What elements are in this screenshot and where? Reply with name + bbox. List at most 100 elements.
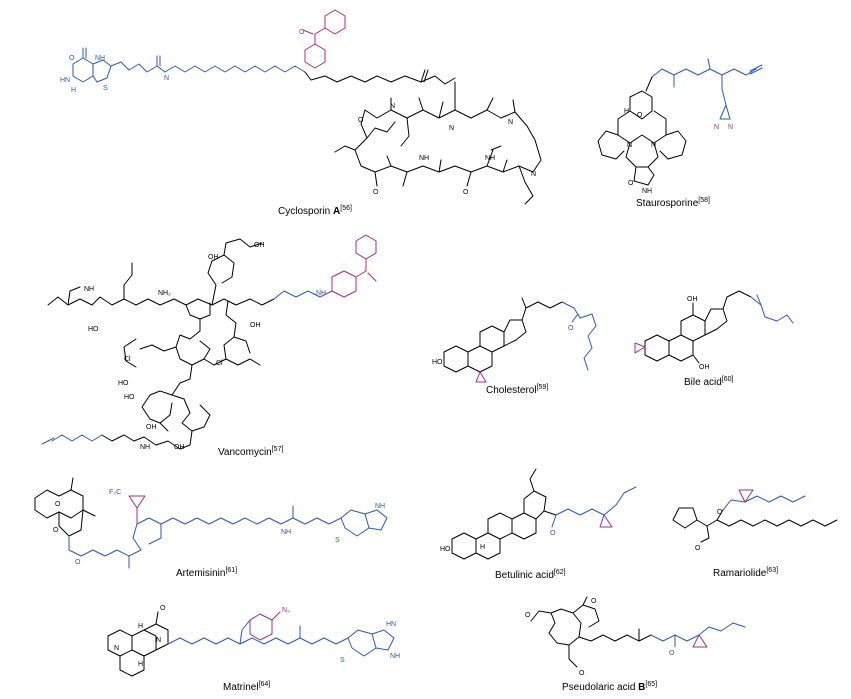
atom-O: O — [69, 55, 75, 62]
atom-N: N — [531, 171, 536, 178]
atom-OH: OH — [208, 254, 219, 261]
atom-N: N — [508, 119, 513, 126]
trifluoromethyl-diazirine — [128, 495, 146, 525]
structure-artemisinin: F₃C O O O NH S NH — [34, 477, 388, 569]
label-pseudolaric-acid: Pseudolaric acid B[65] — [562, 681, 658, 693]
label-cyclosporin: Cyclosporin A[56] — [278, 205, 352, 217]
structure-vancomycin: NH NH₂ OH OH HO Cl Cl OH HO HO OH OH NH … — [41, 234, 377, 451]
structure-cholesterol: HO O — [432, 297, 597, 383]
atom-N: N — [390, 103, 395, 110]
atom-Cl: Cl — [216, 360, 223, 367]
atom-Cl: Cl — [124, 356, 131, 363]
atom-O: O — [75, 559, 81, 566]
atom-H: H — [138, 661, 143, 668]
label-staurosporine: Staurosporine[58] — [636, 197, 710, 209]
artemisinin-peg-biotin — [68, 505, 388, 569]
pseudolaric-core — [530, 596, 652, 668]
atom-NH: NH — [375, 503, 385, 510]
atom-O: O — [637, 112, 643, 119]
benzophenone-tag — [302, 9, 346, 69]
diazirine-tag — [738, 489, 754, 503]
vancomycin-linker — [41, 290, 321, 445]
benzophenone-tag — [319, 234, 377, 298]
atom-OH: OH — [250, 322, 261, 329]
atom-N: N — [728, 124, 733, 131]
atom-S: S — [340, 657, 345, 664]
structure-betulinic-acid: HO H O — [440, 468, 637, 560]
atom-OH: OH — [146, 424, 157, 431]
atom-O: O — [358, 117, 364, 124]
matrine-core — [107, 611, 169, 677]
atom-HN: HN — [386, 621, 396, 628]
atom-NH: NH — [95, 55, 105, 62]
structure-staurosporine: N N H O N N O NH — [597, 58, 763, 195]
atom-NH: NH — [281, 529, 291, 536]
atom-S: S — [103, 85, 108, 92]
atom-O: O — [591, 598, 597, 605]
atom-N: N — [714, 124, 719, 131]
label-vancomycin: Vancomycin[57] — [218, 446, 284, 458]
staurosporine-core — [597, 76, 687, 186]
diazirine-alkyne-tail — [722, 495, 806, 511]
label-bile-acid: Bile acid[60] — [684, 376, 734, 388]
structure-pseudolaric-acid: O O O O — [525, 596, 746, 677]
atom-O: O — [669, 650, 675, 657]
atom-N: N — [651, 142, 656, 149]
atom-OH: OH — [687, 296, 698, 303]
atom-NH: NH — [84, 286, 94, 293]
atom-NH: NH — [642, 188, 652, 195]
label-artemisinin: Artemisinin[61] — [176, 567, 238, 579]
alkyne-amide-tail — [750, 294, 794, 324]
atom-O: O — [579, 670, 585, 677]
label-cholesterol: Cholesterol[59] — [486, 384, 549, 396]
atom-O: O — [628, 180, 634, 187]
staurosporine-probe-linker — [651, 58, 763, 120]
label-betulinic-acid: Betulinic acid[62] — [495, 569, 566, 581]
diazirine-tag — [692, 634, 708, 648]
steroid-core — [644, 290, 752, 364]
atom-NH: NH — [419, 155, 429, 162]
vancomycin-core — [47, 238, 275, 450]
atom-OH: OH — [174, 444, 185, 451]
artemisinin-core — [34, 477, 96, 537]
atom-O: O — [53, 527, 59, 534]
atom-O: O — [160, 605, 166, 612]
atom-H: H — [624, 108, 629, 115]
atom-N: N — [627, 142, 632, 149]
structure-matrinel: N₃ N H N H O S HN NH — [107, 605, 400, 677]
atom-F3C: F₃C — [109, 489, 121, 496]
atom-N: N — [156, 637, 161, 644]
atom-O: O — [550, 530, 556, 537]
amide-diazirine-linker — [650, 622, 746, 648]
atom-O: O — [695, 545, 701, 552]
atom-O: O — [373, 189, 379, 196]
atom-O: O — [717, 509, 723, 516]
atom-NH: NH — [140, 444, 150, 451]
amide-diazirine-linker — [551, 486, 637, 528]
atom-O: O — [568, 325, 574, 332]
atom-H: H — [480, 544, 485, 551]
atom-HN: HN — [60, 77, 70, 84]
atom-O: O — [463, 189, 469, 196]
atom-H: H — [138, 623, 143, 630]
steroid-core — [443, 297, 563, 373]
matrinel-linker-biotin — [167, 619, 395, 657]
label-matrinel: Matrinel[64] — [223, 681, 271, 693]
triterpene-core — [451, 468, 557, 560]
structure-cyclosporin: O HN NH S H N O — [60, 9, 542, 205]
atom-HO: HO — [118, 380, 129, 387]
atom-N3: N₃ — [282, 607, 290, 614]
cyclosporin-macrocycle — [304, 69, 542, 205]
atom-HO: HO — [440, 546, 451, 553]
atom-HO: HO — [88, 326, 99, 333]
alkyne-ester-tail — [561, 301, 597, 371]
ramariolide-core — [672, 507, 838, 543]
biotin-peg-linker — [72, 47, 306, 83]
atom-NH2: NH₂ — [158, 290, 171, 297]
atom-NH: NH — [485, 155, 495, 162]
atom-H: H — [71, 87, 76, 94]
azidophenyl-tag — [249, 611, 281, 641]
atom-HO: HO — [432, 359, 443, 366]
diazirine-tag — [475, 371, 487, 383]
label-ramariolide: Ramariolide[63] — [713, 567, 779, 579]
